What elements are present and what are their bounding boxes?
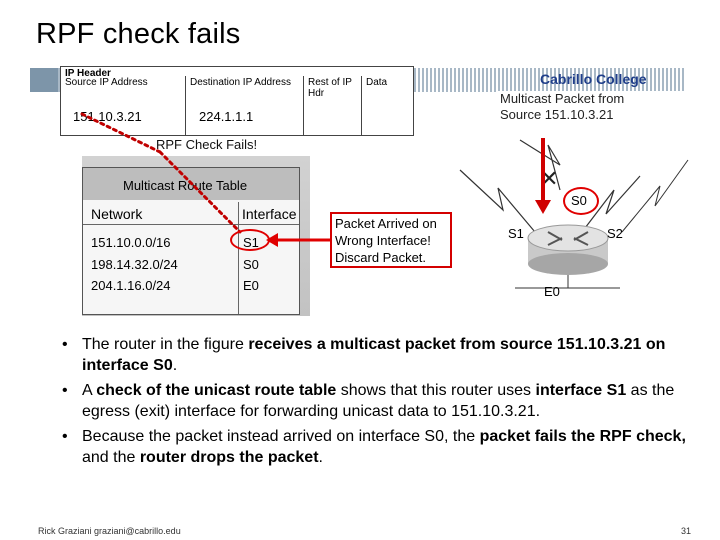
col-source-ip: Source IP Address: [61, 76, 186, 136]
col-rest-ip-hdr: Rest of IP Hdr: [304, 76, 362, 136]
route-row-3-interface: E0: [243, 278, 259, 293]
bullet-3-text-a: Because the packet instead arrived on in…: [82, 428, 480, 445]
rpf-fails-label: RPF Check Fails!: [156, 137, 258, 152]
bullet-3: • Because the packet instead arrived on …: [62, 426, 702, 468]
callout-line1: Packet Arrived on: [335, 216, 437, 231]
col-destination-ip: Destination IP Address: [186, 76, 304, 136]
multicast-caption-line2: Source 151.10.3.21: [500, 107, 614, 122]
destination-ip-value: 224.1.1.1: [199, 109, 254, 124]
rpf-dotted-line-lower: [158, 150, 242, 234]
bullet-dot: •: [62, 382, 68, 399]
callout-line2: Wrong Interface!: [335, 233, 431, 248]
bullet-3-text-e: .: [318, 449, 323, 466]
bullet-1: • The router in the figure receives a mu…: [62, 334, 702, 376]
bullet-dot: •: [62, 428, 68, 445]
callout-line3: Discard Packet.: [335, 250, 427, 265]
callout-arrow-head: [266, 233, 278, 247]
route-table-column-sep: [238, 202, 239, 314]
bullet-list: • The router in the figure receives a mu…: [62, 334, 702, 468]
figure-stripe-accent: [30, 68, 58, 92]
route-row-3-network: 204.1.16.0/24: [91, 278, 171, 293]
ip-header-title: IP Header: [65, 68, 111, 79]
col-data: Data: [362, 76, 414, 136]
router-label-s0: S0: [571, 193, 587, 208]
serial-link-s1: [459, 169, 536, 233]
bullet-1-text-bold: receives a multicast packet from source …: [82, 336, 666, 374]
s1-highlight-ring: [230, 229, 270, 251]
packet-arrow-head: [535, 200, 551, 214]
footer-author: Rick Graziani graziani@cabrillo.edu: [38, 526, 181, 536]
bullet-dot: •: [62, 336, 68, 353]
bullet-3-text-c: and the: [82, 449, 140, 466]
page-number: 31: [681, 526, 692, 536]
bullet-2-text-bold2: interface S1: [535, 382, 627, 399]
s0-highlight-ring: [563, 187, 599, 215]
router-label-e0: E0: [544, 284, 560, 299]
col-destination-ip-label: Destination IP Address: [190, 77, 291, 88]
multicast-caption: Multicast Packet from Source 151.10.3.21: [498, 91, 688, 127]
bullet-2-text-e: as the egress (exit) interface for forwa…: [82, 382, 675, 420]
bullet-2: • A check of the unicast route table sho…: [62, 380, 702, 422]
router-label-s1: S1: [508, 226, 524, 241]
bullet-1-text-a: The router in the figure: [82, 336, 249, 353]
bullet-1-text-end: .: [172, 357, 178, 374]
bullet-2-text-bold1: check of the unicast route table: [96, 382, 337, 399]
col-rest-label: Rest of IP Hdr: [308, 77, 352, 99]
route-table-head-network: Network: [91, 206, 143, 222]
multicast-caption-line1: Multicast Packet from: [500, 91, 625, 106]
route-table-divider: [83, 224, 299, 225]
col-data-label: Data: [366, 77, 388, 88]
bullet-3-text-bold2: router drops the packet: [139, 449, 319, 466]
college-name: Cabrillo College: [540, 71, 647, 87]
router-arrows-icon: [547, 231, 589, 246]
col-source-ip-label: Source IP Address: [65, 77, 148, 88]
bullet-3-text-bold1: packet fails the RPF check,: [479, 428, 686, 445]
serial-link-far: [621, 159, 689, 233]
route-table-head-interface: Interface: [242, 206, 297, 222]
bullet-2-text-c: shows that this router uses: [336, 382, 536, 399]
rpf-dotted-line-upper: [80, 112, 162, 154]
slide-title: RPF check fails: [36, 18, 241, 50]
router-top: [527, 224, 609, 252]
router-base: [528, 253, 608, 275]
serial-link-s0: [519, 139, 561, 191]
router-icon: [527, 224, 609, 275]
bullet-2-text-a: A: [82, 382, 97, 399]
ip-header-table: IP Header Source IP Address Destination …: [60, 66, 414, 136]
wrong-interface-callout: Packet Arrived on Wrong Interface! Disca…: [330, 212, 452, 268]
route-row-2-interface: S0: [243, 257, 259, 272]
source-ip-value: 151.10.3.21: [73, 109, 142, 124]
route-row-1-network: 151.10.0.0/16: [91, 235, 171, 250]
serial-link-s2: [581, 175, 641, 233]
route-row-2-network: 198.14.32.0/24: [91, 257, 178, 272]
router-label-s2: S2: [607, 226, 623, 241]
